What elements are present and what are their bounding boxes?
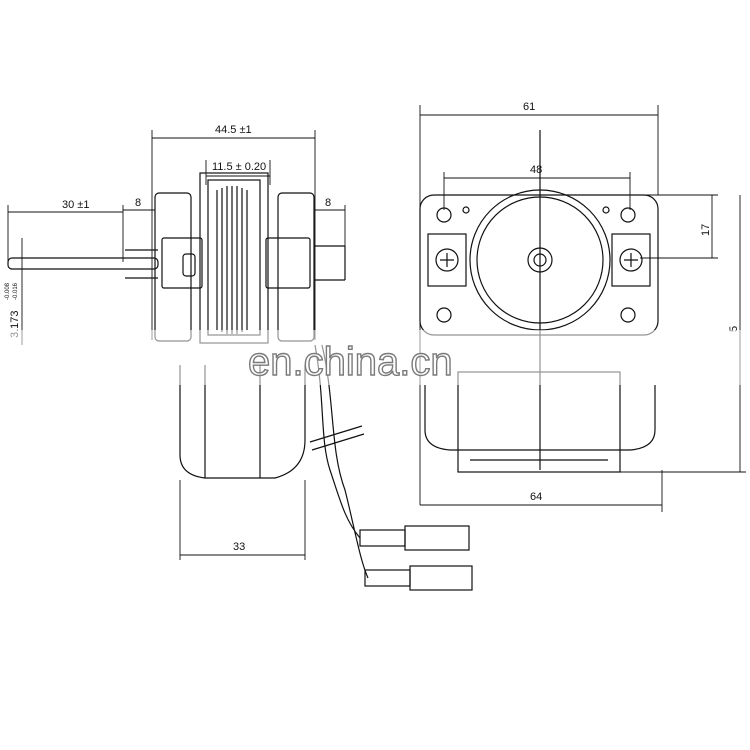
dim-core-width: 11.5 ± 0.20 [212, 161, 266, 173]
dim-shaft-tol-lower: -0.016 [13, 282, 19, 300]
motor-lower-body [179, 365, 306, 479]
dim-overall-width-left: 44.5 ±1 [215, 124, 252, 136]
mount-hole [436, 307, 452, 323]
dim-shaft-tol-upper: -0.008 [5, 282, 11, 300]
terminal-right [611, 233, 651, 287]
dim-mount-height: 17 [700, 224, 712, 236]
dim-right-bearing: 8 [325, 197, 331, 209]
dim-overall-width-right: 61 [523, 101, 535, 113]
dim-bottom-width-right: 64 [530, 491, 542, 503]
connector-1 [359, 529, 406, 547]
mount-hole [436, 207, 452, 223]
connector-2 [364, 569, 411, 587]
dim-bottom-width-left: 33 [233, 541, 245, 553]
screw-left [435, 248, 459, 272]
lead-wires [314, 344, 369, 579]
terminal-left [427, 233, 467, 287]
shaft [7, 257, 159, 270]
left-bearing-housing [154, 192, 192, 342]
side-view [7, 130, 473, 591]
front-frame [419, 194, 659, 336]
right-bearing-housing [277, 192, 315, 342]
dim-shaft-length: 30 ±1 [62, 199, 89, 211]
dim-overall-height: 5 [728, 326, 740, 332]
dim-left-bearing: 8 [135, 197, 141, 209]
stator-core [199, 172, 269, 344]
watermark-text: en.china.cn [248, 340, 453, 384]
front-view [419, 105, 746, 512]
mount-hole [620, 307, 636, 323]
screw-right [619, 248, 643, 272]
dim-mount-spacing: 48 [530, 164, 542, 176]
watermark-band: en.china.cn [0, 330, 750, 385]
mount-hole [620, 207, 636, 223]
